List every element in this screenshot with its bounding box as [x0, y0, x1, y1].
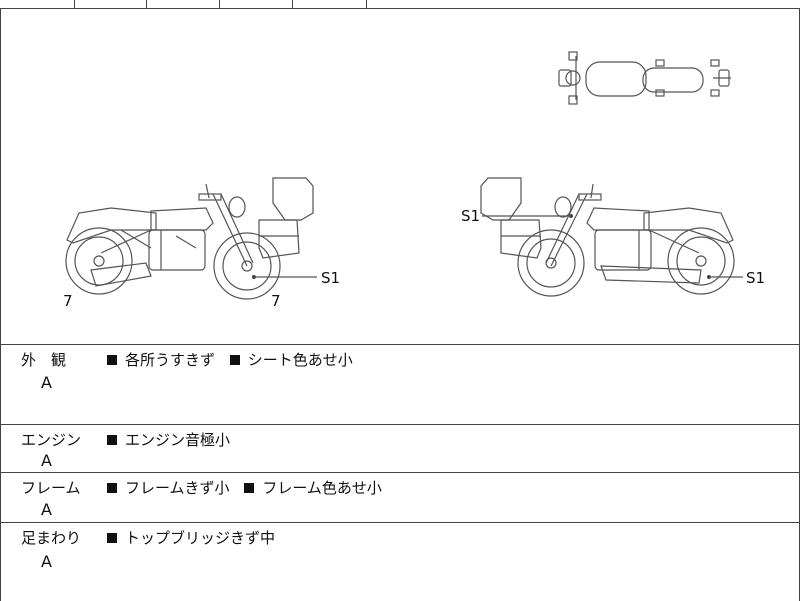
motorcycle-top-view — [558, 51, 731, 105]
section-notes: トップブリッジきず中 — [107, 527, 285, 548]
bullet-square-icon — [107, 533, 117, 543]
right-bike-callout-s1-right: S1 — [746, 269, 766, 287]
damage-diagram-area: S1 7 7 S1 S1 — [0, 8, 800, 344]
note-item: 各所うすきず — [107, 351, 215, 369]
bullet-square-icon — [229, 355, 240, 365]
motorcycle-right-view — [480, 177, 743, 297]
section-suspension: 足まわり A トップブリッジきず中 — [0, 522, 800, 601]
motorcycle-left-view — [65, 177, 317, 300]
note-item: フレームきず小 — [107, 479, 230, 497]
section-frame: フレーム A フレームきず小 フレーム色あせ小 — [0, 472, 800, 523]
left-bike-callout-s1: S1 — [321, 269, 341, 287]
section-title: 外 観 — [21, 351, 67, 369]
section-grade: A — [41, 451, 52, 470]
section-grade: A — [41, 373, 52, 392]
section-notes: フレームきず小 フレーム色あせ小 — [107, 477, 392, 498]
left-bike-rear-tire-score: 7 — [63, 292, 73, 310]
motorcycle-diagram — [65, 51, 743, 300]
header-table-strip — [0, 0, 800, 9]
section-grade: A — [41, 552, 52, 571]
bullet-square-icon — [244, 483, 255, 493]
section-exterior: 外 観 A 各所うすきず シート色あせ小 — [0, 344, 800, 425]
note-item: エンジン音極小 — [107, 431, 230, 449]
section-notes: エンジン音極小 — [107, 429, 240, 450]
note-item: シート色あせ小 — [229, 351, 353, 369]
note-item: トップブリッジきず中 — [107, 529, 275, 547]
bullet-square-icon — [107, 435, 117, 445]
section-grade: A — [41, 500, 52, 519]
section-title: フレーム — [21, 479, 81, 497]
left-bike-front-tire-score: 7 — [271, 292, 281, 310]
section-engine: エンジン A エンジン音極小 — [0, 424, 800, 473]
right-bike-callout-s1-left: S1 — [461, 207, 481, 225]
section-title: 足まわり — [21, 529, 82, 547]
note-item: フレーム色あせ小 — [244, 479, 382, 497]
bullet-square-icon — [107, 483, 117, 493]
section-title: エンジン — [21, 431, 82, 449]
bullet-square-icon — [107, 355, 117, 365]
section-notes: 各所うすきず シート色あせ小 — [107, 349, 363, 370]
